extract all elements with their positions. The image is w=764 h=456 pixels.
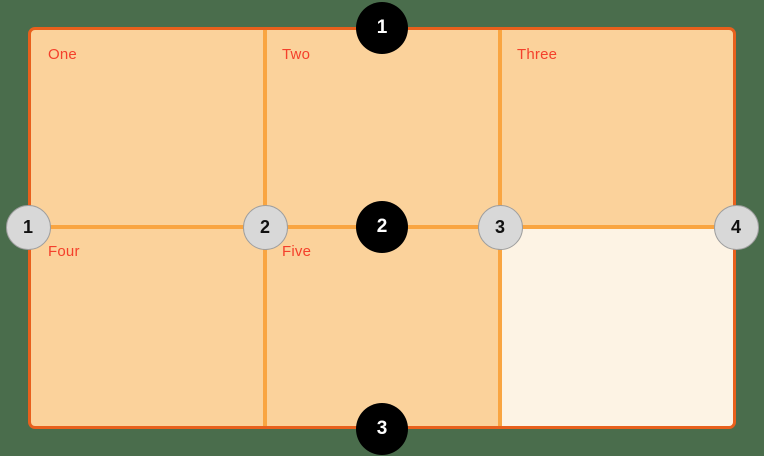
column-marker-3-label: 3	[494, 216, 505, 237]
row-marker-1[interactable]: 1	[356, 2, 408, 54]
grid-cell-label-three: Three	[517, 46, 558, 63]
grid-cell-four[interactable]: Four	[31, 227, 265, 426]
grid-cell-empty[interactable]	[500, 227, 733, 426]
grid-cell-five[interactable]: Five	[265, 227, 500, 426]
row-marker-2[interactable]: 2	[356, 201, 408, 253]
grid-cell-label-five: Five	[282, 243, 312, 260]
grid-container: One Two Three Four Five	[28, 27, 736, 429]
row-marker-2-label: 2	[376, 216, 388, 237]
grid-cell-two[interactable]: Two	[265, 30, 500, 227]
column-marker-1-label: 1	[22, 216, 33, 237]
column-marker-2-label: 2	[259, 216, 270, 237]
column-marker-2[interactable]: 2	[242, 204, 288, 250]
grid-cell-label-one: One	[48, 46, 77, 63]
row-marker-3-label: 3	[376, 418, 388, 439]
grid-cell-three[interactable]: Three	[500, 30, 733, 227]
grid-cell-label-four: Four	[48, 243, 80, 260]
grid-cell-one[interactable]: One	[31, 30, 265, 227]
column-marker-1[interactable]: 1	[5, 204, 51, 250]
grid-cell-label-two: Two	[282, 46, 311, 63]
row-marker-1-label: 1	[376, 17, 388, 38]
column-marker-3[interactable]: 3	[477, 204, 523, 250]
column-marker-4-label: 4	[730, 216, 741, 237]
column-marker-4[interactable]: 4	[713, 204, 759, 250]
row-marker-3[interactable]: 3	[356, 403, 408, 455]
